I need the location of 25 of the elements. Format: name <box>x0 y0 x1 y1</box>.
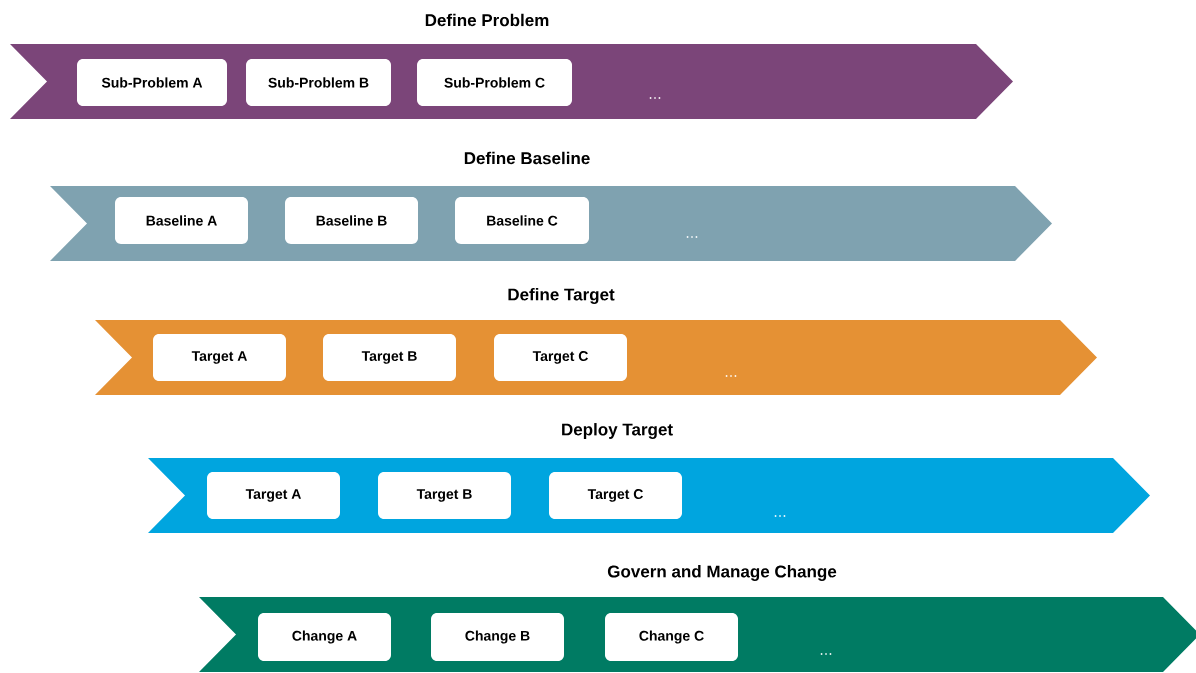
step-box: Target B <box>323 334 456 381</box>
step-box: Baseline B <box>285 197 418 244</box>
step-box: Target B <box>378 472 511 519</box>
step-box: Target C <box>494 334 627 381</box>
step-box: Sub-Problem A <box>77 59 227 106</box>
step-box: Baseline C <box>455 197 589 244</box>
ellipsis-text: ... <box>725 375 737 377</box>
band-title: Deploy Target <box>562 423 673 439</box>
band-title: Govern and Manage Change <box>607 565 837 581</box>
step-box: Target A <box>207 472 340 519</box>
step-box: Change A <box>258 613 391 661</box>
step-box: Target A <box>153 334 286 381</box>
band-title: Define Problem <box>425 13 549 27</box>
step-box: Sub-Problem C <box>417 59 572 106</box>
step-box: Target C <box>549 472 682 519</box>
step-box: Baseline A <box>115 197 248 244</box>
ellipsis-text: ... <box>649 97 661 99</box>
step-box: Sub-Problem B <box>246 59 391 106</box>
ellipsis-text: ... <box>686 236 698 238</box>
ellipsis-text: ... <box>820 653 832 655</box>
band-title: Define Baseline <box>464 151 590 165</box>
band-title: Define Target <box>508 288 615 304</box>
step-box: Change B <box>431 613 564 661</box>
step-box: Change C <box>605 613 738 661</box>
ellipsis-text: ... <box>774 515 786 517</box>
